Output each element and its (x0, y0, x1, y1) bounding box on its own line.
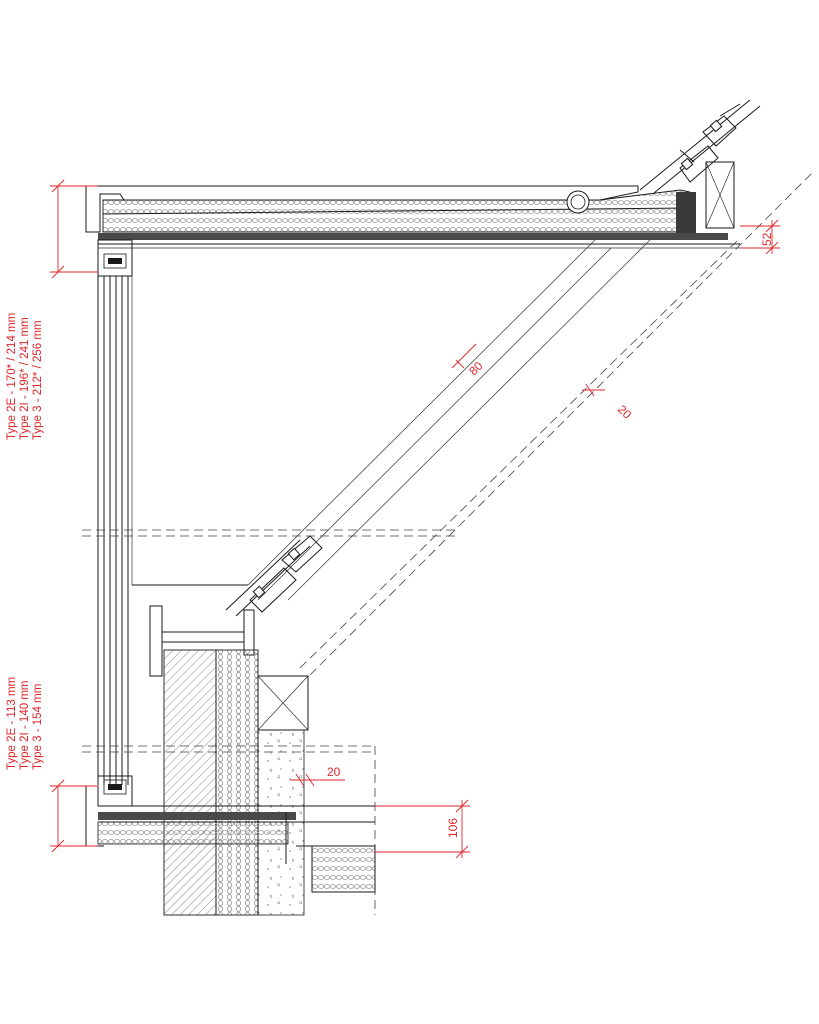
dimension-lines (50, 179, 780, 859)
roof-tiles-upper (639, 99, 761, 194)
svg-text:Type 2I - 196* / 241 mm: Type 2I - 196* / 241 mm (19, 317, 31, 440)
window-sill-detail (85, 605, 376, 916)
sill-timber-block (257, 675, 309, 731)
upper-height-note: Type 2E - 170* / 214 mm Type 2I - 196* /… (6, 313, 44, 440)
gutter-pipe (566, 190, 590, 214)
svg-text:Type 2I - 140 mm: Type 2I - 140 mm (19, 681, 31, 770)
dimension-106: 106 (446, 818, 460, 838)
svg-text:Type 2E - 170* / 214 mm: Type 2E - 170* / 214 mm (6, 313, 18, 440)
head-membrane (98, 233, 728, 240)
roof-slope-lines (132, 169, 816, 676)
dimension-52: 52 (760, 232, 774, 246)
window-head-detail (85, 99, 761, 277)
svg-text:Type 2E - 113 mm: Type 2E - 113 mm (6, 677, 18, 770)
sill-membrane (98, 812, 296, 820)
dimension-20-horizontal: 20 (327, 765, 341, 779)
svg-text:Type 3 - 154 mm: Type 3 - 154 mm (32, 684, 44, 770)
timber-batten (705, 161, 735, 229)
dimension-20-slope: 20 (615, 402, 635, 422)
vertical-glazing (97, 276, 133, 785)
svg-text:Type 3 - 212* / 256 mm: Type 3 - 212* / 256 mm (32, 320, 44, 440)
dimension-80: 80 (466, 359, 486, 379)
lower-height-note: Type 2E - 113 mm Type 2I - 140 mm Type 3… (6, 677, 44, 770)
